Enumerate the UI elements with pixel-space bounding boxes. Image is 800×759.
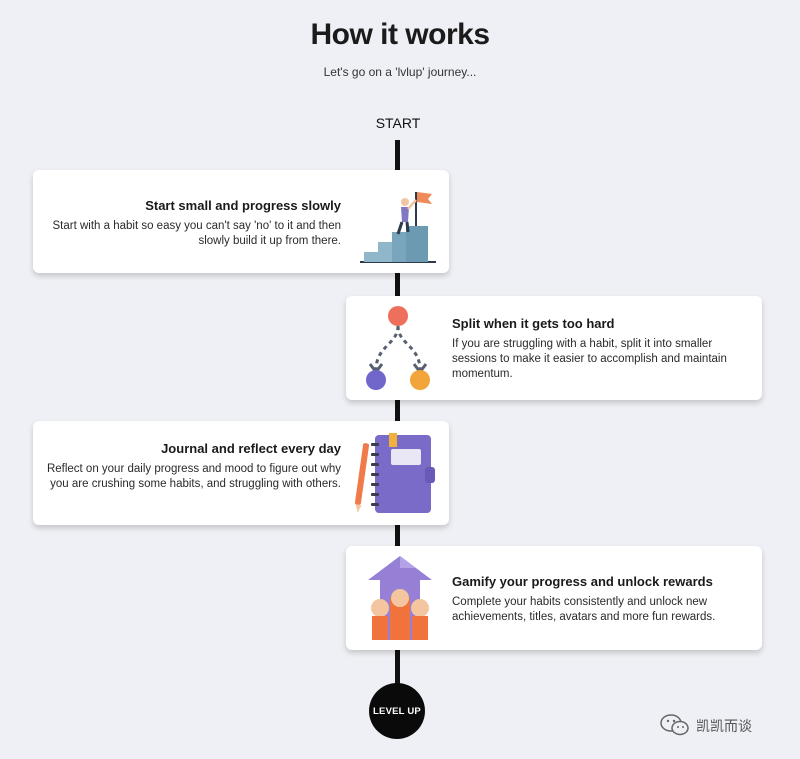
step-body: If you are struggling with a habit, spli…: [452, 338, 727, 380]
step-body: Start with a habit so easy you can't say…: [52, 220, 341, 247]
step-card-start-small: Start small and progress slowly Start wi…: [33, 170, 449, 273]
page-title: How it works: [310, 18, 490, 51]
timeline-start-label: START: [375, 115, 421, 131]
step-body: Complete your habits consistently and un…: [452, 596, 716, 623]
step-body: Reflect on your daily progress and mood …: [46, 463, 341, 490]
step-title: Gamify your progress and unlock rewards: [452, 574, 713, 589]
split-branch-icon: [356, 304, 446, 394]
step-card-split: Split when it gets too hard If you are s…: [346, 296, 762, 400]
watermark: 凯凯而谈: [660, 712, 790, 740]
stairs-flag-icon: [358, 180, 438, 265]
rewards-icon: [360, 554, 440, 644]
journal-icon: [354, 429, 445, 519]
step-title: Split when it gets too hard: [452, 316, 615, 331]
step-card-journal: Journal and reflect every day Reflect on…: [33, 421, 449, 525]
step-title: Journal and reflect every day: [161, 441, 341, 456]
timeline-line: [395, 140, 400, 700]
step-title: Start small and progress slowly: [145, 198, 341, 213]
step-card-gamify: Gamify your progress and unlock rewards …: [346, 546, 762, 650]
watermark-text: 凯凯而谈: [696, 718, 752, 734]
page-subtitle: Let's go on a 'lvlup' journey...: [323, 65, 477, 79]
level-up-badge: LEVEL UP: [369, 683, 425, 739]
wechat-icon: [660, 713, 690, 740]
